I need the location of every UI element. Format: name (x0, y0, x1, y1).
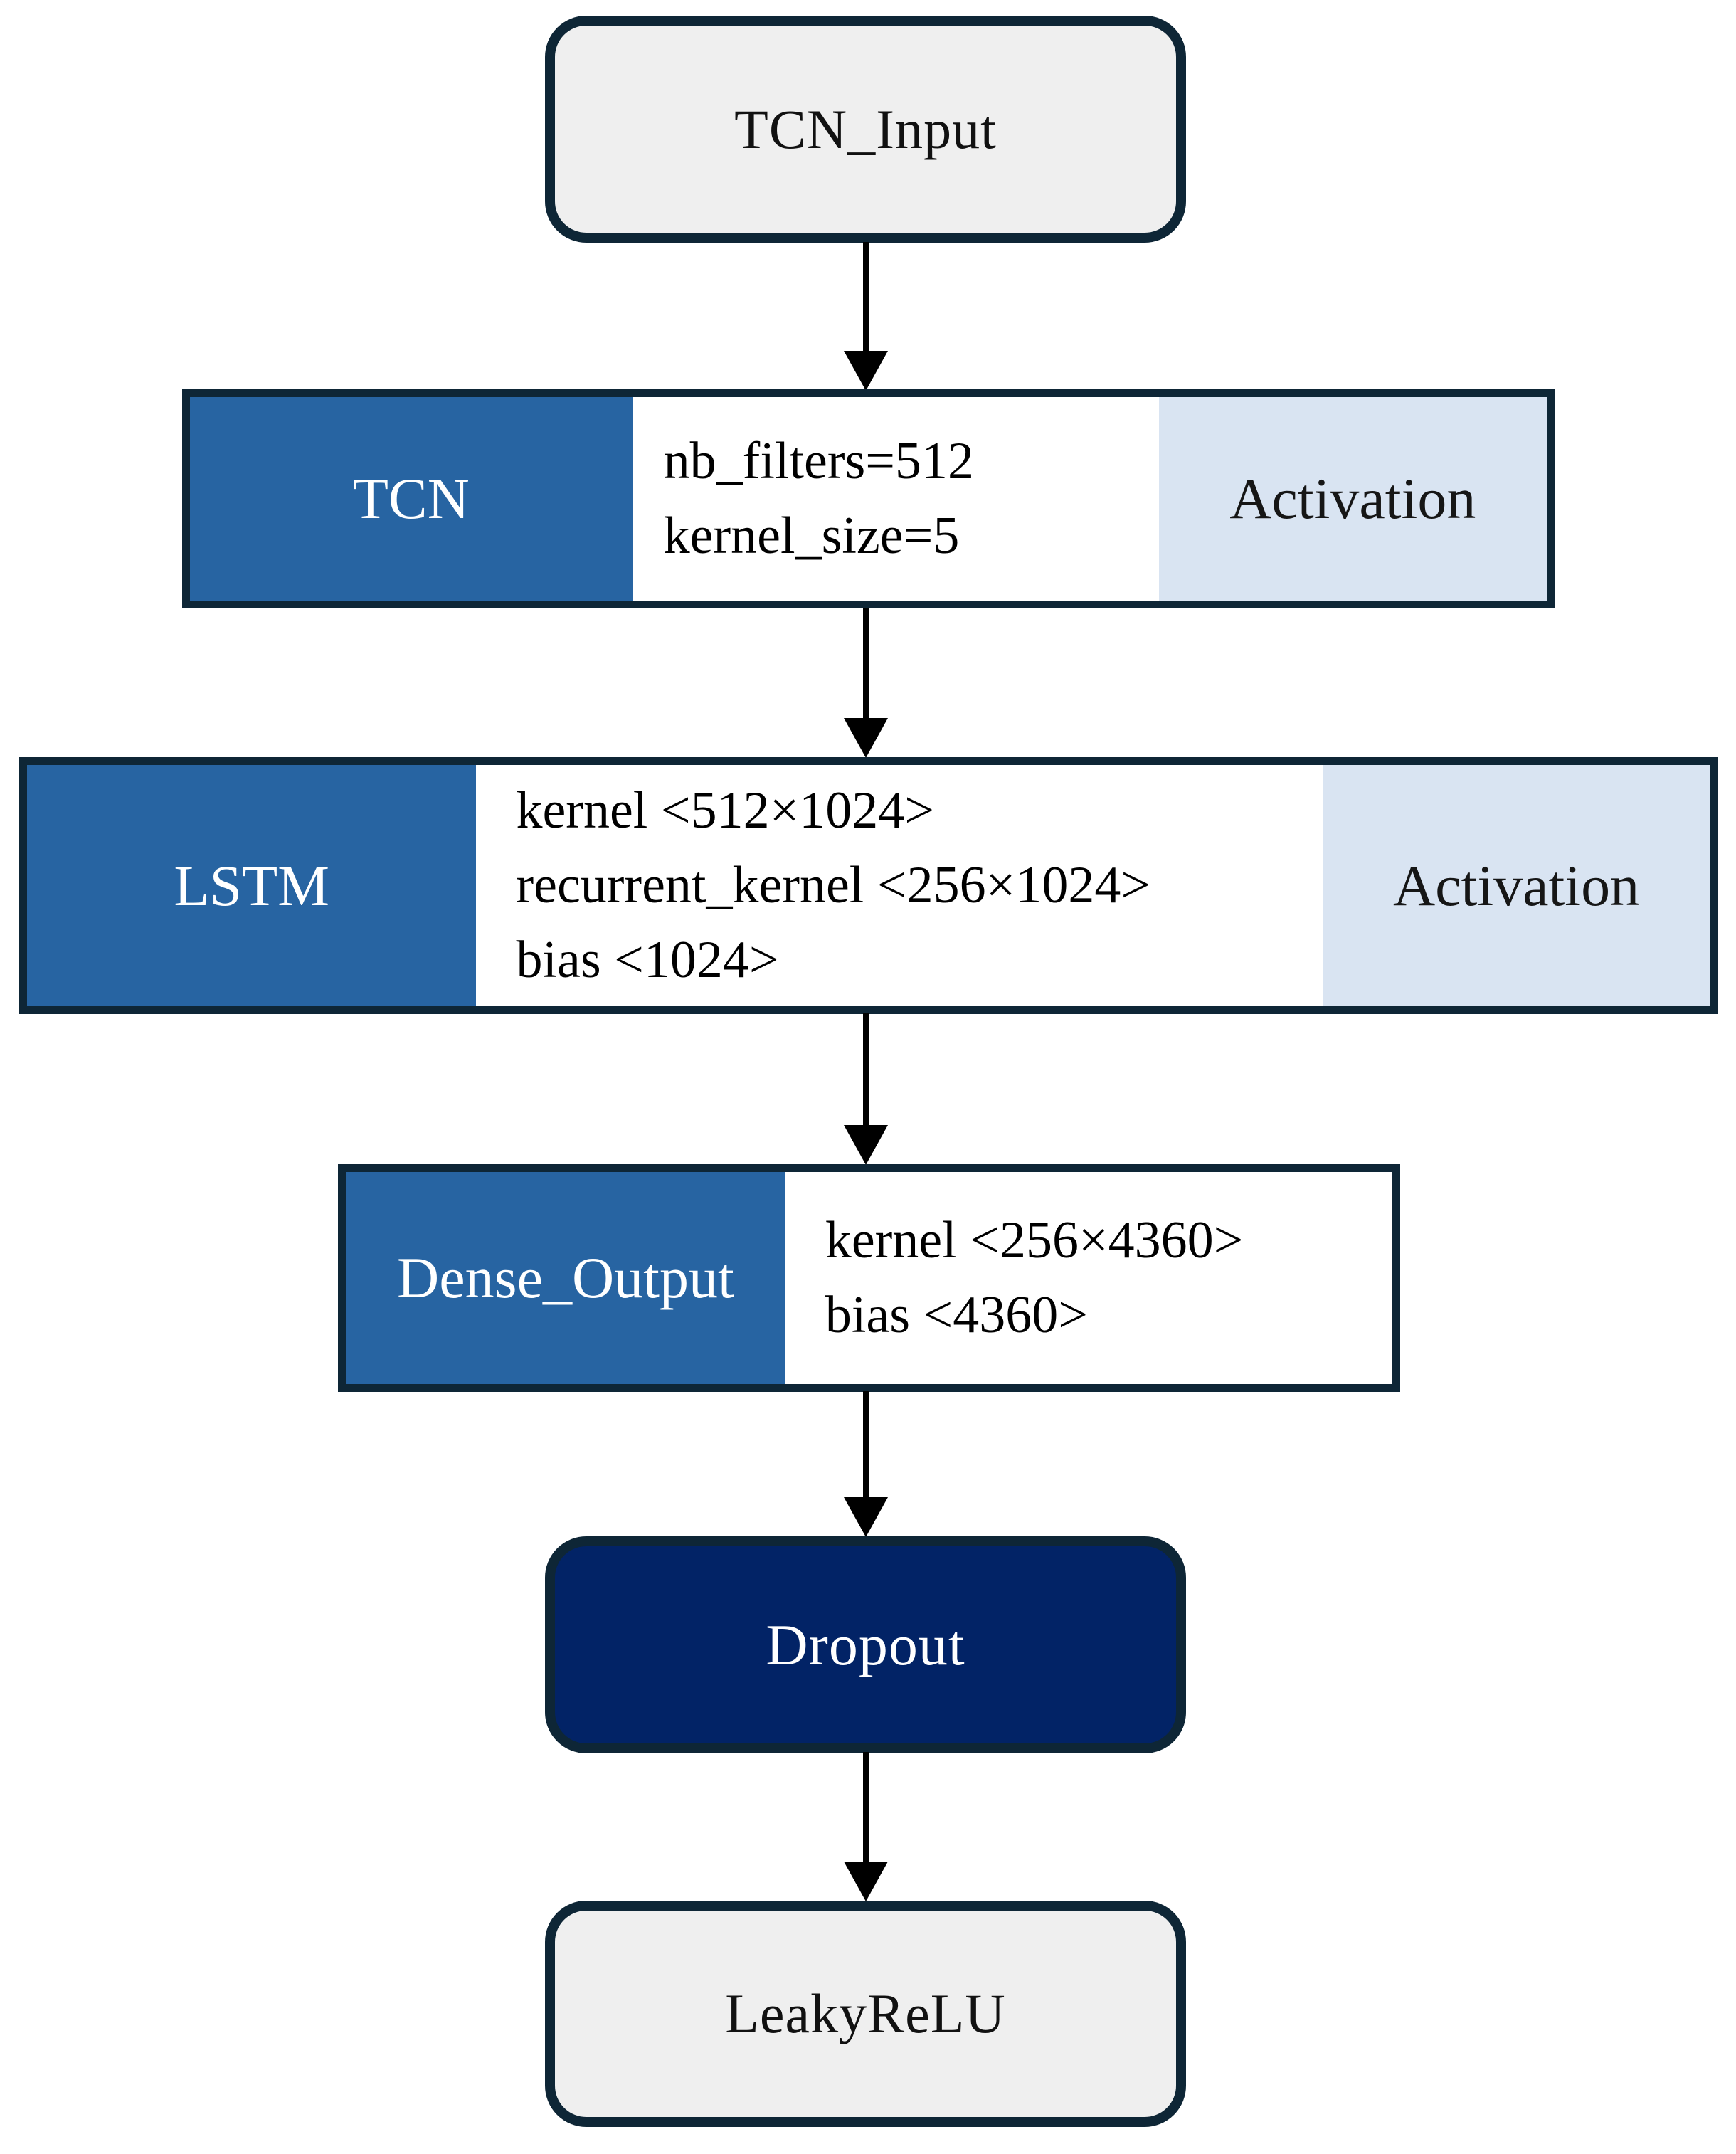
tcn-name-cell: TCN (190, 397, 633, 601)
flow-arrow-4 (844, 1391, 888, 1537)
arrow-stem (862, 242, 869, 351)
flow-arrow-2 (844, 608, 888, 758)
tcn-input-label: TCN_Input (734, 97, 997, 160)
lstm-params-cell: kernel <512×1024> recurrent_kernel <256×… (476, 765, 1323, 1006)
dense-output-param-line: bias <4360> (825, 1286, 1088, 1344)
node-dropout: Dropout (545, 1536, 1186, 1753)
arrow-stem (862, 1013, 869, 1125)
dense-output-name-cell: Dense_Output (346, 1172, 785, 1384)
arrow-stem (862, 1752, 869, 1862)
arrow-head-icon (844, 351, 888, 391)
node-lstm-layer: LSTM kernel <512×1024> recurrent_kernel … (19, 757, 1718, 1014)
flow-arrow-5 (844, 1752, 888, 1901)
arrow-head-icon (844, 1862, 888, 1901)
tcn-label: TCN (352, 466, 470, 531)
lstm-activation-label: Activation (1392, 852, 1640, 918)
lstm-param-line: kernel <512×1024> (516, 781, 935, 840)
arrow-head-icon (844, 718, 888, 758)
lstm-activation-cell: Activation (1323, 765, 1710, 1006)
lstm-param-line: bias <1024> (516, 931, 779, 990)
tcn-params-cell: nb_filters=512 kernel_size=5 (632, 397, 1159, 601)
node-dense-output-layer: Dense_Output kernel <256×4360> bias <436… (338, 1164, 1400, 1392)
arrow-head-icon (844, 1125, 888, 1165)
dense-output-param-line: kernel <256×4360> (825, 1210, 1244, 1269)
tcn-param-line: kernel_size=5 (663, 507, 960, 565)
arrow-head-icon (844, 1497, 888, 1537)
node-tcn-input: TCN_Input (545, 16, 1186, 243)
arrow-stem (862, 608, 869, 718)
flow-arrow-1 (844, 242, 888, 391)
leakyrelu-label: LeakyReLU (725, 1983, 1006, 2044)
dropout-label: Dropout (766, 1612, 965, 1677)
node-leakyrelu: LeakyReLU (545, 1901, 1186, 2127)
lstm-param-line: recurrent_kernel <256×1024> (516, 855, 1151, 914)
dense-output-label: Dense_Output (397, 1245, 734, 1310)
tcn-activation-cell: Activation (1158, 397, 1547, 601)
node-tcn-layer: TCN nb_filters=512 kernel_size=5 Activat… (182, 389, 1555, 608)
flow-arrow-3 (844, 1013, 888, 1165)
dense-output-params-cell: kernel <256×4360> bias <4360> (785, 1172, 1392, 1384)
arrow-stem (862, 1391, 869, 1497)
tcn-activation-label: Activation (1229, 466, 1476, 531)
tcn-param-line: nb_filters=512 (663, 431, 975, 490)
lstm-label: LSTM (174, 852, 330, 918)
lstm-name-cell: LSTM (27, 765, 477, 1006)
